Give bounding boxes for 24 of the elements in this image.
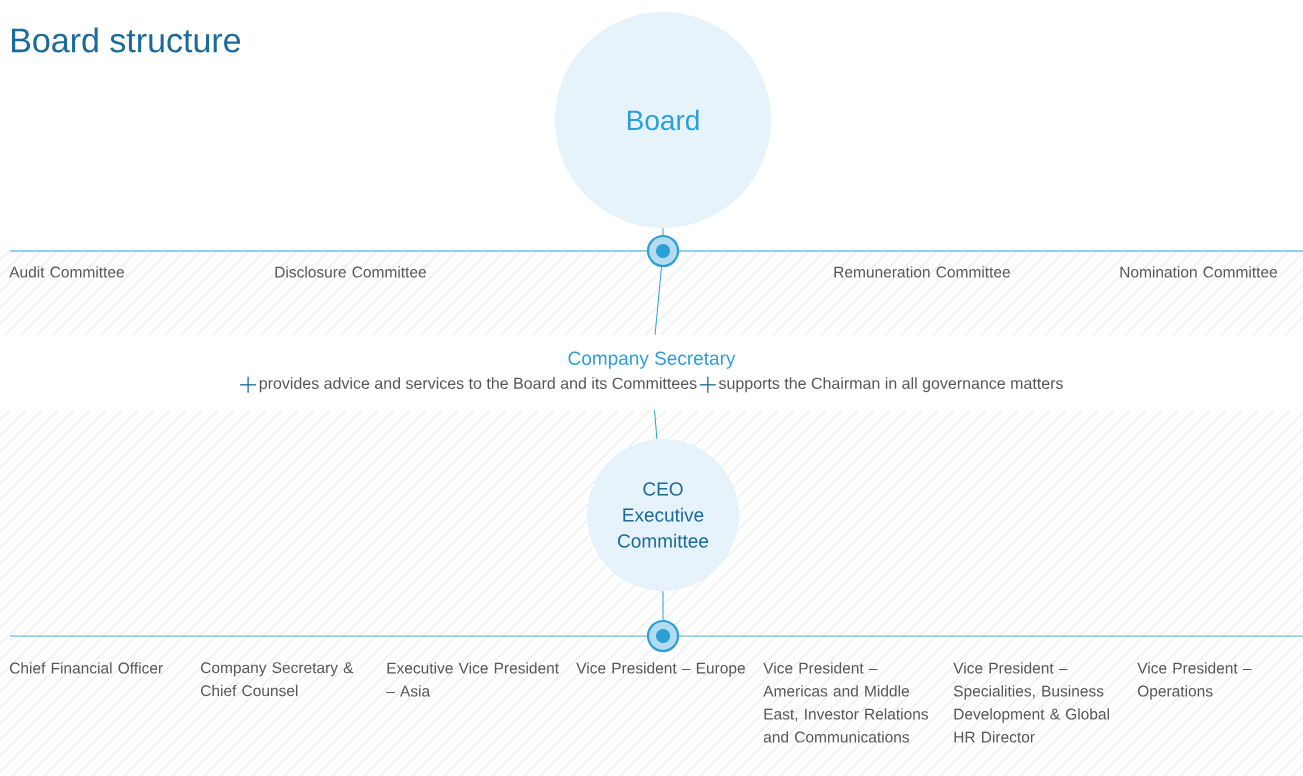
node-label: provides advice and services to the Board and its Committees	[259, 377, 697, 393]
role-label: Vice President – Americas and Middle East, Investor Relations and Communications	[763, 662, 929, 743]
role-label: Vice President – Specialities, Business Development & Global HR Director	[953, 662, 1109, 743]
junction-dot	[646, 619, 680, 653]
junction-dot	[646, 234, 680, 268]
connector-line	[662, 590, 664, 621]
circle-node: Board	[555, 12, 771, 228]
node-label: supports the Chairman in all governance matters	[718, 377, 1063, 393]
connector-line	[654, 409, 658, 440]
role-label: Chief Financial Officer	[10, 662, 163, 674]
node-label: Company Secretary	[568, 351, 736, 369]
committee-label: Audit Committee	[9, 266, 124, 278]
connector-line	[654, 266, 662, 336]
committee-label: Nomination Committee	[1120, 266, 1277, 278]
role-label: Company Secretary & Chief Counsel	[201, 662, 354, 697]
connector-line	[662, 227, 664, 236]
page-title: Board structure	[12, 27, 241, 53]
committee-label: Disclosure Committee	[275, 266, 426, 278]
circle-node: CEO Executive Committee	[587, 439, 739, 591]
role-label: Vice President – Europe	[576, 662, 745, 677]
committee-label: Remuneration Committee	[834, 266, 1010, 278]
role-label: Vice President – Operations	[1137, 662, 1252, 700]
info-band: Company Secretary provides advice and services to the Board and its Committees supports the Chairman in all governance matters	[0, 335, 1303, 410]
role-label: Executive Vice President – Asia	[386, 662, 559, 697]
